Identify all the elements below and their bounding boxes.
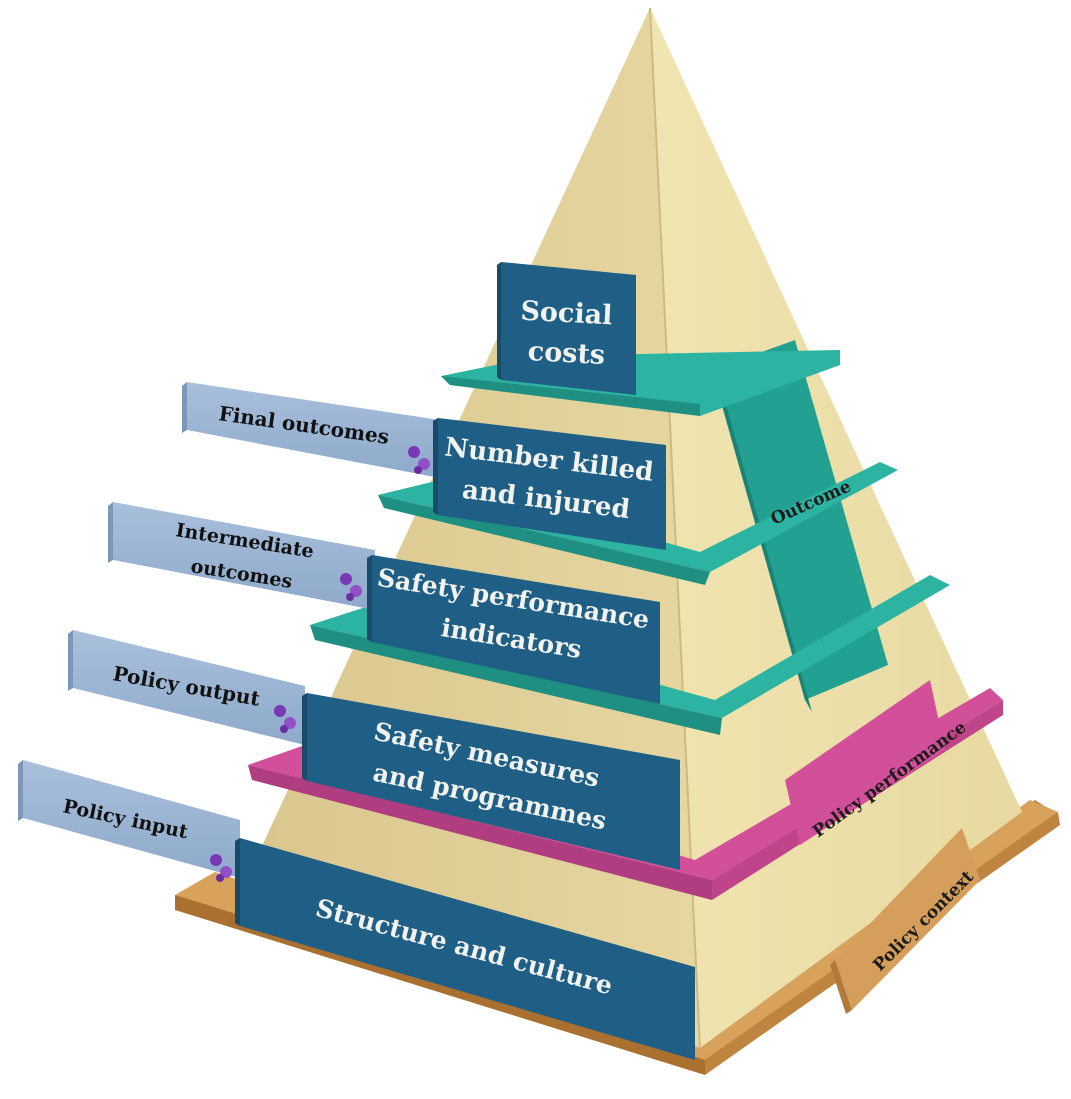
social-costs-line-2: costs [527,336,606,371]
connector-icon-final [408,446,430,474]
social-costs-line-1: Social [520,296,613,332]
connector-icon-input [210,854,232,882]
connector-icon-output [274,705,296,733]
connector-icon-intermediate [340,573,362,601]
panel-policy-input: Policy input [18,760,240,878]
box-spi: Safety performance indicators [367,555,660,704]
box-social-costs: Social costs [497,262,636,395]
box-killed-injured: Number killed and injured [433,418,666,550]
panel-policy-output: Policy output [68,630,305,745]
panel-intermediate-outcomes: Intermediate outcomes [108,502,375,610]
panel-final-outcomes: Final outcomes [182,382,440,478]
